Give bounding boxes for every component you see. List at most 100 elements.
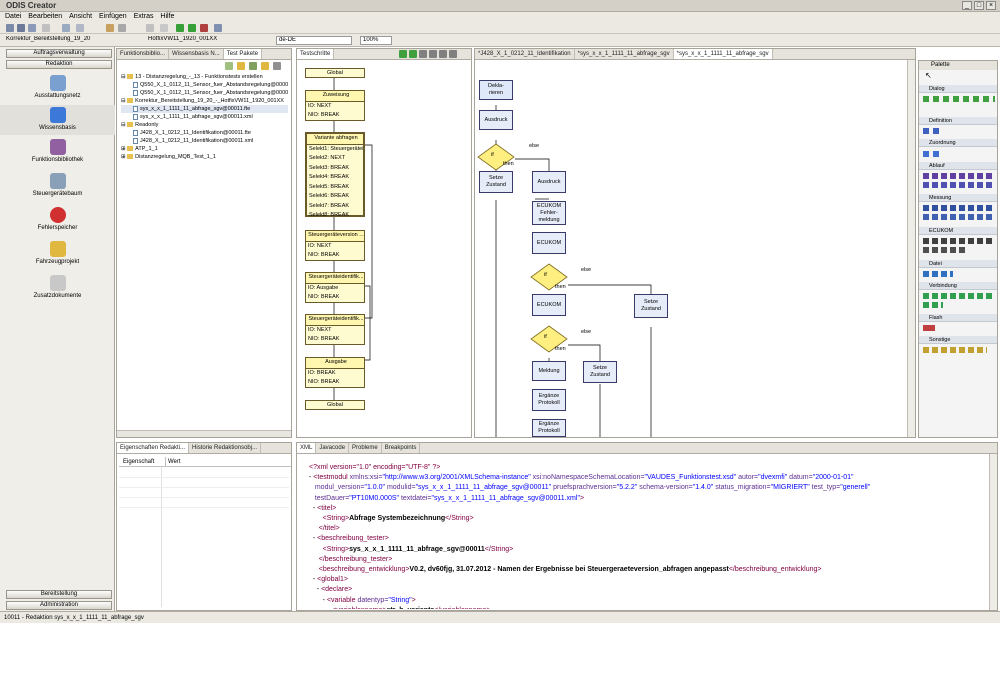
new-folder-icon[interactable] (237, 62, 245, 70)
menu-ansicht[interactable]: Ansicht (69, 13, 93, 20)
menu-bearbeiten[interactable]: Bearbeiten (28, 13, 63, 20)
tab-funktionsbibliothek[interactable]: Funktionsbiblio... (117, 49, 170, 59)
arrange-icon[interactable] (439, 50, 447, 58)
nav-item-wissensbasis[interactable]: Wissensbasis (0, 105, 115, 135)
nav-administration[interactable]: Administration (6, 601, 112, 610)
copy-icon[interactable] (62, 24, 70, 32)
tree-item[interactable]: sys_x_x_1_1111_11_abfrage_sgv@00011.xml (121, 113, 288, 121)
nav-item-steuergeraetebaum[interactable]: Steuergerätebaum (0, 173, 115, 197)
save-all-icon[interactable] (28, 24, 36, 32)
node-setze-zustand-1[interactable]: Setze Zustand (479, 171, 513, 193)
menu-datei[interactable]: Datei (5, 13, 22, 20)
node-setze-zustand-2[interactable]: Setze Zustand (634, 294, 668, 318)
verbindung-tools-icon[interactable] (923, 302, 943, 308)
open-folder-icon[interactable] (261, 62, 269, 70)
node-ergaenze-protokoll-1[interactable]: Ergänze Protokoll (532, 389, 566, 411)
vertical-scrollbar[interactable] (907, 60, 915, 437)
ecukom-tools-icon[interactable] (923, 247, 967, 253)
node-deklarieren[interactable]: Dekla- rieren (479, 80, 513, 100)
nav-item-fehlerspeicher[interactable]: Fehlerspeicher (0, 207, 115, 231)
tab-historie[interactable]: Historie Redaktionsobj... (189, 443, 262, 453)
node-condition-1[interactable]: if (477, 143, 515, 171)
step-steuergeraeteidentifikation-1[interactable]: Steuergeräteidentifik... IO: Ausgabe NIO… (305, 272, 365, 303)
node-meldung[interactable]: Meldung (532, 361, 566, 381)
tree-item[interactable]: J428_X_1_0212_11_Identifikation@00011.xm… (121, 137, 288, 145)
messung-tools-icon[interactable] (923, 205, 995, 211)
tab-test-pakete[interactable]: Test Pakete (223, 49, 263, 59)
move-icon[interactable] (419, 50, 427, 58)
nav-item-zusatzdokumente[interactable]: Zusatzdokumente (0, 275, 115, 299)
tree-item[interactable]: ⊞ ATP_1_1 (121, 146, 158, 152)
vertical-scrollbar[interactable] (989, 454, 997, 610)
refresh-icon[interactable] (225, 62, 233, 70)
tab-javacode[interactable]: Javacode (316, 443, 350, 453)
step-icon[interactable] (188, 24, 196, 32)
nav-item-fahrzeugprojekt[interactable]: Fahrzeugprojekt (0, 241, 115, 265)
step-steuergeraeteidentifikation-2[interactable]: Steuergeräteidentifik... IO: NEXT NIO: B… (305, 314, 365, 345)
datei-tools-icon[interactable] (923, 271, 953, 277)
tab-abfrage-sgv-1[interactable]: *sys_x_x_1_1111_11_abfrage_sgv (575, 49, 674, 59)
step-zuweisung[interactable]: Zuweisung IO: NEXT NIO: BREAK (305, 90, 365, 121)
node-ausdruck-2[interactable]: Ausdruck (532, 171, 566, 193)
tree-item[interactable]: Q550_X_1_0112_11_Sensor_fuer_Abstandsreg… (121, 89, 288, 97)
tab-breakpoints[interactable]: Breakpoints (382, 443, 421, 453)
add-step-icon[interactable] (399, 50, 407, 58)
palette-group-ecukom[interactable]: ECUKOM (919, 227, 997, 235)
tree-item[interactable]: Q550_X_1_0112_11_Sensor_fuer_Abstandsreg… (121, 81, 288, 89)
add-step-icon[interactable] (409, 50, 417, 58)
step-variante-abfragen[interactable]: Variante abfragen Selekt1: Steuergerätei… (305, 132, 365, 218)
import-icon[interactable] (249, 62, 257, 70)
nav-auftragsverwaltung[interactable]: Auftragsverwaltung (6, 49, 112, 58)
zuordnung-tools-icon[interactable] (923, 151, 943, 157)
undo-icon[interactable] (118, 24, 126, 32)
node-ecukom-fehlermeldung[interactable]: ECUKOM Fehler- meldung (532, 201, 566, 225)
step-ausgabe[interactable]: Ausgabe IO: BREAK NIO: BREAK (305, 357, 365, 388)
palette-group-dialog[interactable]: Dialog (919, 85, 997, 93)
menu-einfuegen[interactable]: Einfügen (99, 13, 127, 20)
nav-item-ausstattungsnetz[interactable]: Ausstattungsnetz (0, 75, 115, 99)
palette-group-verbindung[interactable]: Verbindung (919, 282, 997, 290)
move-icon[interactable] (429, 50, 437, 58)
node-setze-zustand-3[interactable]: Setze Zustand (583, 361, 617, 383)
node-condition-3[interactable]: if (530, 325, 568, 353)
step-global-bottom[interactable]: Global (305, 400, 365, 410)
maximize-icon[interactable]: □ (974, 1, 984, 10)
zoom-select[interactable]: 100% (360, 36, 392, 45)
palette-group-messung[interactable]: Messung (919, 194, 997, 202)
paste-icon[interactable] (76, 24, 84, 32)
edit-icon[interactable] (106, 24, 114, 32)
definition-tools-icon[interactable] (923, 128, 943, 134)
tree-item[interactable]: ⊟ Readonly (121, 122, 159, 128)
print-icon[interactable] (42, 24, 50, 32)
save-icon[interactable] (17, 24, 25, 32)
debug-icon[interactable] (160, 24, 168, 32)
tree-item[interactable]: ⊟ Korrektur_Bereitstellung_19_20_-_Hotfi… (121, 98, 284, 104)
messung-tools-icon[interactable] (923, 214, 995, 220)
flash-tool-icon[interactable] (923, 325, 935, 331)
arrange-icon[interactable] (449, 50, 457, 58)
tab-eigenschaften[interactable]: Eigenschaften Redakti... (117, 443, 190, 453)
nav-bereitstellung[interactable]: Bereitstellung (6, 590, 112, 599)
ecukom-tools-icon[interactable] (923, 238, 995, 244)
palette-group-ablauf[interactable]: Ablauf (919, 162, 997, 170)
palette-group-datei[interactable]: Datei (919, 260, 997, 268)
tab-wissensbasis[interactable]: Wissensbasis N... (169, 49, 224, 59)
tree-item[interactable]: J428_X_1_0212_11_Identifikation@00011.ft… (121, 129, 288, 137)
ablauf-tools-icon[interactable] (923, 173, 995, 179)
verbindung-tools-icon[interactable] (923, 293, 995, 299)
close-icon[interactable]: × (986, 1, 996, 10)
run-icon[interactable] (176, 24, 184, 32)
tab-probleme[interactable]: Probleme (349, 443, 382, 453)
minimize-icon[interactable]: _ (962, 1, 972, 10)
tab-testschritte[interactable]: Testschritte (297, 49, 335, 59)
sonstige-tools-icon[interactable] (923, 347, 987, 353)
nav-redaktion[interactable]: Redaktion (6, 60, 112, 69)
language-select[interactable]: de-DE (276, 36, 352, 45)
tree-item-selected[interactable]: sys_x_x_1_1111_11_abfrage_sgv@00011.fte (121, 105, 289, 113)
palette-group-sonstige[interactable]: Sonstige (919, 336, 997, 344)
pointer-icon[interactable]: ↖ (925, 71, 932, 80)
node-ergaenze-protokoll-2[interactable]: Ergänze Protokoll (532, 419, 566, 437)
menu-extras[interactable]: Extras (133, 13, 154, 20)
stop-icon[interactable] (200, 24, 208, 32)
tool-icon[interactable] (214, 24, 222, 32)
